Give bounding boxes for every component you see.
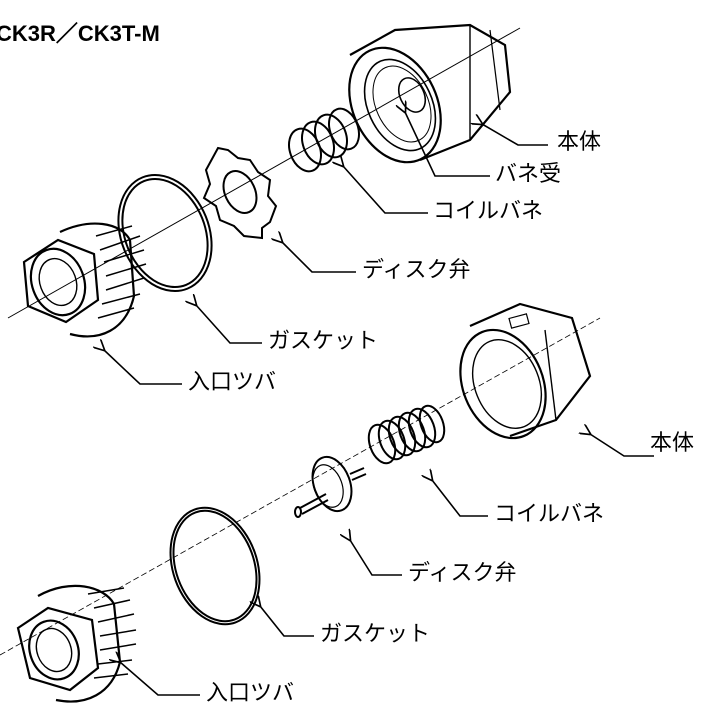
label-lower-inlet-flange: 入口ツバ [206, 681, 295, 706]
label-lower-disc-valve: ディスク弁 [408, 561, 517, 586]
label-upper-body: 本体 [557, 130, 602, 155]
label-upper-disc-valve: ディスク弁 [362, 258, 471, 283]
upper-inlet-flange-part [22, 222, 147, 338]
upper-coil-spring-part [288, 107, 360, 173]
upper-body-part [348, 23, 512, 164]
lower-inlet-flange-part [16, 584, 137, 703]
upper-center-axis [7, 27, 521, 319]
label-lower-coil-spring: コイルバネ [494, 502, 605, 527]
lower-assembly [0, 302, 654, 703]
label-lower-gasket: ガスケット [320, 622, 431, 647]
upper-assembly [7, 23, 548, 385]
lower-coil-spring-part [367, 404, 446, 465]
label-lower-body: 本体 [650, 431, 695, 456]
label-upper-coil-spring: コイルバネ [433, 199, 544, 224]
label-upper-spring-seat: バネ受 [495, 162, 562, 187]
upper-disc-valve-part [202, 146, 278, 240]
label-upper-gasket: ガスケット [268, 329, 379, 354]
lower-leaders [120, 434, 654, 696]
lower-body-part [459, 302, 592, 440]
lower-gasket-part [169, 506, 261, 626]
upper-leaders [104, 112, 548, 385]
label-upper-inlet-flange: 入口ツバ [188, 370, 277, 395]
diagram-title: CK3R／CK3T-M [0, 21, 160, 46]
lower-disc-valve-part [294, 455, 367, 518]
lower-center-axis [0, 317, 601, 656]
upper-gasket-part [117, 173, 213, 293]
